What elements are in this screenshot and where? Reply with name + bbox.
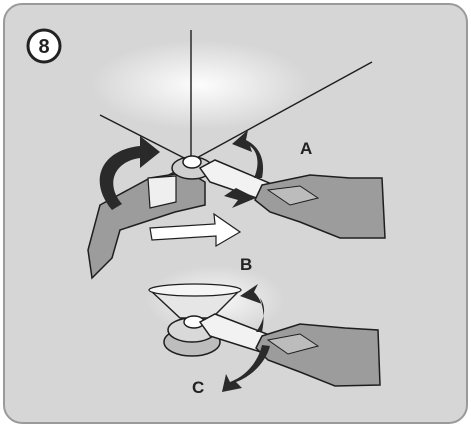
label-c: C [192,378,204,397]
step-number: 8 [38,36,49,58]
left-hand-thumb [148,176,176,208]
label-b: B [240,255,252,274]
step-number-badge: 8 [28,30,60,62]
highlight-glow [90,40,310,130]
label-a: A [300,139,312,158]
